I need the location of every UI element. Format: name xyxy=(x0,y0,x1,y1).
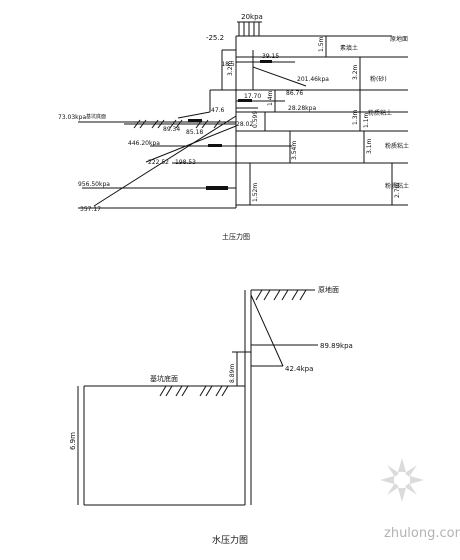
soil-hatching xyxy=(133,119,221,129)
surcharge-label: 20kpa xyxy=(241,13,263,21)
earth-value-16: 357.17 xyxy=(80,206,101,213)
depth-label-4: 1.4m xyxy=(267,90,274,106)
water-caption: 水压力图 xyxy=(212,534,248,546)
water-depth-label: 6.9m xyxy=(69,432,77,450)
earth-value-6: 28.28kpa xyxy=(288,105,316,112)
layer-label-clay-3: 粉质粘土 xyxy=(385,182,409,190)
watermark-text: zhulong.com xyxy=(384,526,460,541)
earth-value-3: 201.46kpa xyxy=(297,76,329,83)
depth-label-10: 2.7m xyxy=(394,182,401,198)
water-pressure-low: 42.4kpa xyxy=(285,365,313,373)
depth-label-6: 1.1m xyxy=(363,112,370,128)
depth-label-1: 3.2m xyxy=(227,60,234,76)
earth-value-5: 17.70 xyxy=(244,93,261,100)
water-dim-small: 8.89m xyxy=(229,364,236,383)
earth-value-15: 956.50kpa xyxy=(78,181,110,188)
layer-label-clay-2: 粉质粘土 xyxy=(385,142,409,150)
layer-label-clay-1: 粉质粘土 xyxy=(368,109,392,117)
depth-label-5: 1.3m xyxy=(352,109,359,125)
earth-value-4: 86.76 xyxy=(286,90,303,97)
earth-value-1: 18.5 xyxy=(221,61,235,68)
ground-hatching xyxy=(255,289,307,301)
depth-label-9: 1.52m xyxy=(252,183,259,202)
earth-top-value: -25.2 xyxy=(206,34,224,42)
earth-caption: 土压力图 xyxy=(222,232,250,241)
depth-label-2: 1.5m xyxy=(318,36,325,52)
depth-label-8: 3.1m xyxy=(366,138,373,154)
earth-value-14: 198.53 xyxy=(175,159,196,166)
layer-label-fill: 素填土 xyxy=(340,44,358,52)
water-ground-label: 原地面 xyxy=(318,285,339,294)
earth-value-7: 47.6 xyxy=(211,107,225,114)
pit-hatching xyxy=(159,385,229,397)
earth-value-11: 85.18 xyxy=(186,129,203,136)
layer-label-silt: 粉(砂) xyxy=(370,75,387,83)
bench-label: 基坑底面 xyxy=(86,113,106,120)
earth-value-10: 89.34 xyxy=(163,126,180,133)
surcharge-arrows xyxy=(238,22,260,36)
water-pressure-top: 89.89kpa xyxy=(320,342,353,350)
depth-label-3: 3.2m xyxy=(352,64,359,80)
depth-label-7: 3.54m xyxy=(291,141,298,160)
watermark-logo xyxy=(380,458,424,502)
earth-left-value: 73.03kpa xyxy=(58,114,86,121)
earth-value-8: 28.02 xyxy=(236,121,253,128)
water-pit-label: 基坑底面 xyxy=(150,374,178,383)
layer-label-ground: 原地面 xyxy=(390,35,408,43)
earth-value-2: 39.15 xyxy=(262,53,279,60)
earth-value-13: 222.52 xyxy=(148,159,169,166)
earth-value-12: 446.20kpa xyxy=(128,140,160,147)
earth-value-9: 0.599 xyxy=(252,111,259,128)
